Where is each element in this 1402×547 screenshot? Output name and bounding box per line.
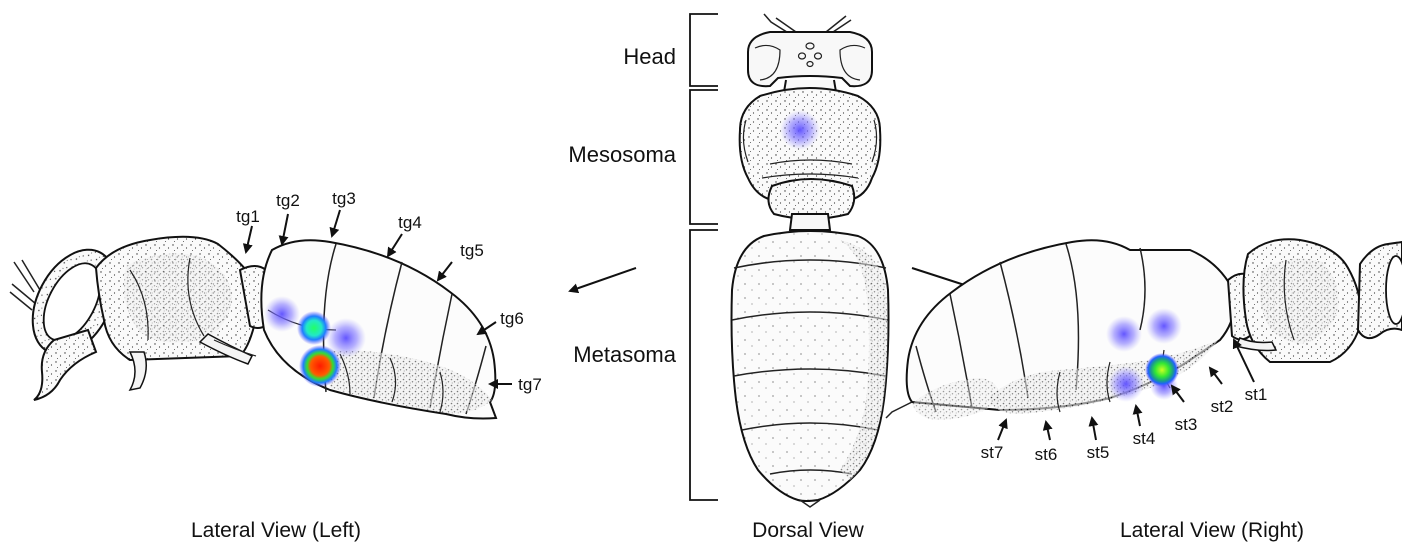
region-label-mesosoma: Mesosoma	[568, 142, 676, 167]
region-label-metasoma: Metasoma	[573, 342, 676, 367]
label-st1: st1	[1245, 385, 1268, 404]
arrow-to-left-view	[570, 268, 636, 291]
body-region-brackets	[690, 14, 718, 500]
label-tg5: tg5	[460, 241, 484, 260]
label-st7: st7	[981, 443, 1004, 462]
caption-lateral-left: Lateral View (Left)	[191, 519, 361, 542]
label-tg6: tg6	[500, 309, 524, 328]
lateral-view-left	[10, 236, 496, 419]
region-label-head: Head	[623, 44, 676, 69]
label-tg1: tg1	[236, 207, 260, 226]
label-st6: st6	[1035, 445, 1058, 464]
label-tg2: tg2	[276, 191, 300, 210]
label-st5: st5	[1087, 443, 1110, 462]
lateral-view-right	[886, 239, 1402, 420]
label-st2: st2	[1211, 397, 1234, 416]
label-st4: st4	[1133, 429, 1156, 448]
dorsal-view	[732, 14, 889, 507]
caption-lateral-right: Lateral View (Right)	[1120, 519, 1304, 542]
label-tg7: tg7	[518, 375, 542, 394]
caption-dorsal: Dorsal View	[752, 519, 864, 542]
label-st3: st3	[1175, 415, 1198, 434]
label-tg4: tg4	[398, 213, 422, 232]
label-tg3: tg3	[332, 189, 356, 208]
